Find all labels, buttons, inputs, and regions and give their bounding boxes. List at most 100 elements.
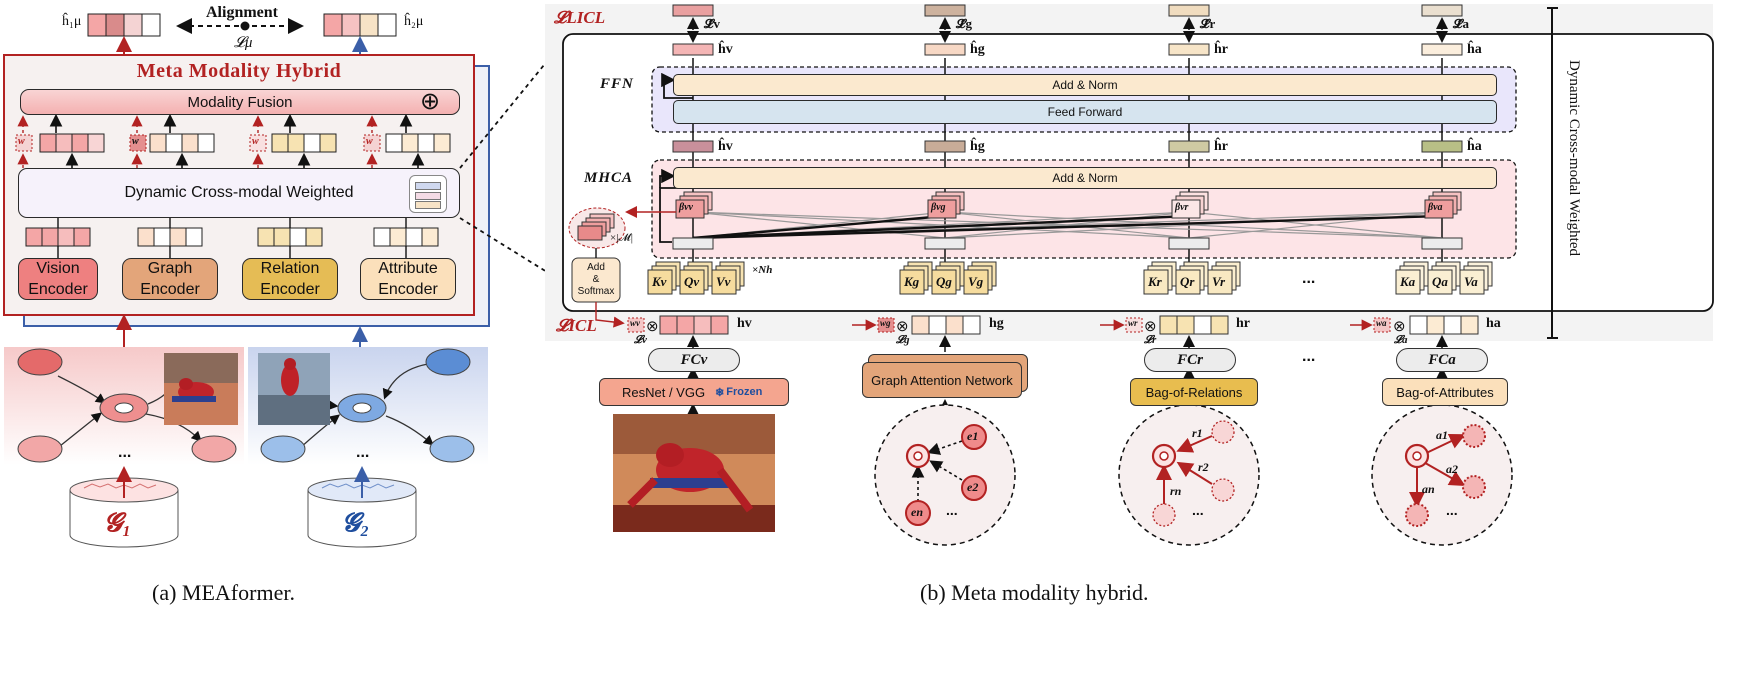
weight-w-attribute: w: [366, 136, 373, 147]
ffn-add-norm-label: Add & Norm: [1052, 78, 1118, 92]
loss-top-g: 𝓛̂g: [956, 16, 972, 31]
transformer-icon: [409, 175, 447, 213]
fc-v-label: FCv: [680, 351, 708, 368]
h-vectors: [627, 315, 1479, 335]
alignment-loss: 𝓛μ: [234, 35, 253, 51]
gat-box: Graph Attention Network: [862, 362, 1022, 398]
query-g: Qg: [936, 274, 952, 289]
licl-top-label: 𝓛LICL: [554, 8, 606, 27]
attribute-encoder-line1: Attribute: [378, 260, 438, 277]
weight-g: wg: [880, 318, 891, 328]
kg1-image: [164, 353, 238, 425]
modality-fusion-label: Modality Fusion: [187, 93, 293, 111]
h2-vector: [323, 13, 397, 37]
loss-top-a: 𝓛̂a: [1453, 16, 1469, 31]
loss-bottom-r: 𝓛r: [1144, 334, 1157, 346]
weight-w-vision: w: [18, 136, 25, 147]
caption-b: (b) Meta modality hybrid.: [920, 580, 1149, 605]
bag-of-attributes-label: Bag-of-Attributes: [1396, 384, 1494, 400]
weighted-vectors: [15, 133, 451, 153]
frozen-snowflake-icon: ❄: [715, 386, 725, 399]
beta-r: βvr: [1175, 202, 1189, 213]
h1-vector: [87, 13, 161, 37]
kg2-node: [425, 348, 471, 376]
gat-label: Graph Attention Network: [871, 372, 1013, 388]
resnet-vgg-label: ResNet / VGG: [622, 384, 706, 400]
add-softmax-line1: Add: [587, 262, 605, 273]
vision-encoder-line2: Encoder: [28, 281, 88, 298]
relation-r2: r2: [1198, 460, 1209, 474]
alignment-label: Alignment: [206, 4, 278, 21]
ffn-add-norm: Add & Norm: [673, 74, 1497, 96]
kg2-label: 𝓖₂: [342, 508, 370, 537]
kg1-node: [191, 435, 237, 463]
weight-a: wa: [1376, 318, 1387, 328]
loss-bottom-g: 𝓛g: [896, 334, 910, 346]
h1-label: ĥ₁μ: [62, 14, 82, 29]
beta-g: βvg: [931, 202, 946, 213]
mhca-add-norm-label: Add & Norm: [1052, 171, 1118, 185]
relation-r1: r1: [1192, 426, 1203, 440]
relation-encoder-line2: Encoder: [260, 281, 320, 298]
attribute-encoder-line2: Encoder: [378, 281, 438, 298]
h2-label: ĥ₂μ: [404, 14, 424, 29]
mhca-add-norm: Add & Norm: [673, 167, 1497, 189]
m-count-label: ×|𝓜|: [610, 232, 633, 244]
attribute-a1: a1: [1436, 428, 1448, 442]
vision-encoder-line1: Vision: [36, 260, 80, 277]
ellipsis-fc: ...: [1302, 348, 1316, 365]
fc-r-label: FCr: [1177, 351, 1203, 368]
weight-w-graph: w: [132, 136, 139, 147]
mmh-title: Meta Modality Hybrid: [136, 60, 342, 82]
nh-label: ×Nh: [752, 264, 773, 276]
bag-of-relations-box: Bag-of-Relations: [1130, 378, 1258, 406]
hhat-mid-g: ĥg: [970, 139, 985, 154]
bag-of-relations-label: Bag-of-Relations: [1145, 384, 1243, 400]
key-r: Kr: [1148, 274, 1162, 289]
h-g: hg: [989, 316, 1004, 331]
dynamic-weighted-box: Dynamic Cross-modal Weighted: [18, 168, 460, 218]
alignment-dot: [240, 21, 250, 31]
ellipsis-relation: ...: [1192, 502, 1204, 518]
value-v: Vv: [716, 274, 731, 289]
loss-top-v: 𝓛̂v: [704, 16, 720, 31]
icl-bottom-label: 𝓛ICL: [556, 316, 597, 335]
relation-rn: rn: [1170, 484, 1182, 498]
loss-top-r: 𝓛̂r: [1200, 16, 1216, 31]
weight-w-relation: w: [252, 136, 259, 147]
vision-input-image: [613, 414, 775, 532]
resnet-vgg-box: ResNet / VGG ❄ Frozen: [599, 378, 789, 406]
query-a: Qa: [1432, 274, 1448, 289]
svg-text:⊗: ⊗: [896, 318, 909, 335]
loss-bottom-v: 𝓛v: [634, 334, 647, 346]
key-g: Kg: [904, 274, 920, 289]
ellipsis-graph: ...: [946, 502, 958, 518]
feed-forward: Feed Forward: [673, 100, 1497, 124]
relation-neighborhood: [1118, 404, 1260, 546]
hhat-top-a: ĥa: [1467, 42, 1482, 57]
hhat-top-g: ĥg: [970, 42, 985, 57]
add-softmax-line2: &: [592, 274, 600, 285]
add-softmax-label: Add & Softmax: [572, 262, 620, 298]
value-g: Vg: [968, 274, 984, 289]
h-v: hv: [737, 316, 752, 331]
beta-stacks: [675, 191, 1462, 219]
attribute-neighborhood: [1371, 404, 1513, 546]
graph-neighborhood: [874, 404, 1016, 546]
caption-a: (a) MEAformer.: [152, 580, 295, 605]
dynamic-weighted-label: Dynamic Cross-modal Weighted: [124, 184, 354, 201]
node-en: en: [911, 505, 923, 519]
attribute-a2: a2: [1446, 462, 1458, 476]
value-r: Vr: [1212, 274, 1226, 289]
fc-a-label: FCa: [1428, 351, 1456, 368]
h-a: ha: [1486, 316, 1501, 331]
kg2-node: [429, 435, 475, 463]
value-a: Va: [1464, 274, 1478, 289]
beta-a: βva: [1428, 202, 1443, 213]
graph-encoder-line2: Encoder: [140, 281, 200, 298]
svg-text:⊗: ⊗: [646, 318, 659, 335]
svg-text:⊗: ⊗: [1144, 318, 1157, 335]
